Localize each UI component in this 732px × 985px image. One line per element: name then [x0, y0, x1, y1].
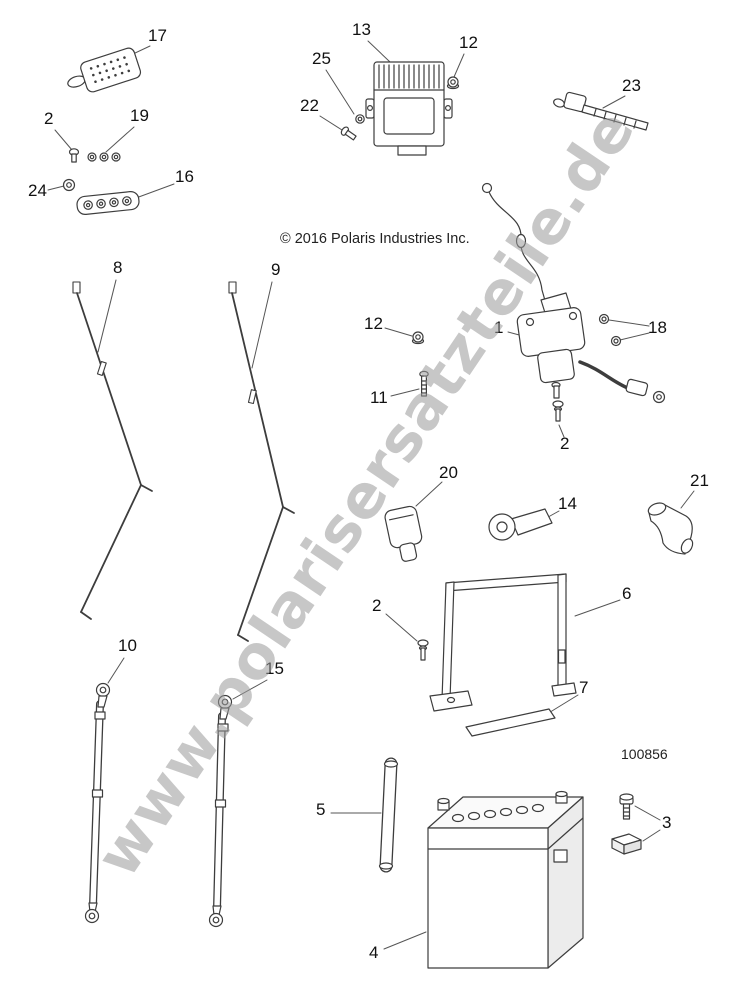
callout-4: 4 [369, 943, 379, 962]
callout-23: 23 [622, 76, 641, 95]
part-3-bolt-nut [611, 793, 642, 855]
part-21-boot [647, 502, 694, 555]
callout-22: 22 [300, 96, 319, 115]
part-23-switch [553, 91, 649, 131]
callout-18: 18 [648, 318, 667, 337]
callout-20: 20 [439, 463, 458, 482]
callout-7: 7 [579, 678, 589, 697]
part-13-regulator [365, 61, 453, 156]
part-11-bolt [419, 370, 429, 397]
callout-17: 17 [148, 26, 167, 45]
callout-10: 10 [118, 636, 137, 655]
part-number: 100856 [621, 746, 668, 762]
callout-5: 5 [316, 800, 326, 819]
callout-14: 14 [558, 494, 577, 513]
part-22-screw [340, 126, 357, 141]
copyright-text: © 2016 Polaris Industries Inc. [280, 231, 470, 247]
callout-15: 15 [265, 659, 284, 678]
part-2-screw-a [68, 148, 80, 163]
callout-6: 6 [622, 584, 632, 603]
part-18-nuts [598, 313, 622, 347]
callout-8: 8 [113, 258, 123, 277]
part-14-boot [488, 508, 553, 541]
callout-13: 13 [352, 20, 371, 39]
part-24-washer [62, 178, 76, 192]
callout-12-a: 12 [459, 33, 478, 52]
part-1-solenoid [481, 182, 666, 404]
callout-11: 11 [370, 388, 388, 407]
callout-2-b: 2 [560, 434, 570, 453]
part-8-cable [72, 281, 153, 620]
callout-21: 21 [690, 471, 709, 490]
callout-25: 25 [312, 49, 331, 68]
part-20-boot [384, 505, 423, 562]
part-12-nut-a [446, 76, 460, 90]
callout-3: 3 [662, 813, 672, 832]
callout-9: 9 [271, 260, 281, 279]
callout-2-c: 2 [372, 596, 382, 615]
part-2-rivet-b [552, 400, 564, 422]
part-16-terminal-block [76, 191, 140, 215]
part-9-cable [228, 281, 295, 642]
part-25-washer [355, 114, 365, 124]
callout-12-b: 12 [364, 314, 383, 333]
callout-1: 1 [494, 318, 504, 337]
callout-2-a: 2 [44, 109, 54, 128]
part-2-rivet-c [417, 639, 429, 661]
part-15-battery-cable [208, 694, 233, 928]
callout-19: 19 [130, 106, 149, 125]
part-17-cover [67, 47, 142, 93]
part-19-nuts [87, 152, 121, 162]
part-4-battery [427, 790, 584, 969]
part-12-nut-b [411, 331, 425, 345]
part-5-vent-tube [378, 757, 399, 873]
part-7-pad [465, 708, 556, 737]
callout-16: 16 [175, 167, 194, 186]
part-10-battery-cable [84, 682, 111, 924]
part-6-hold-down [429, 573, 577, 712]
leader-lines [47, 40, 695, 950]
callout-24: 24 [28, 181, 47, 200]
